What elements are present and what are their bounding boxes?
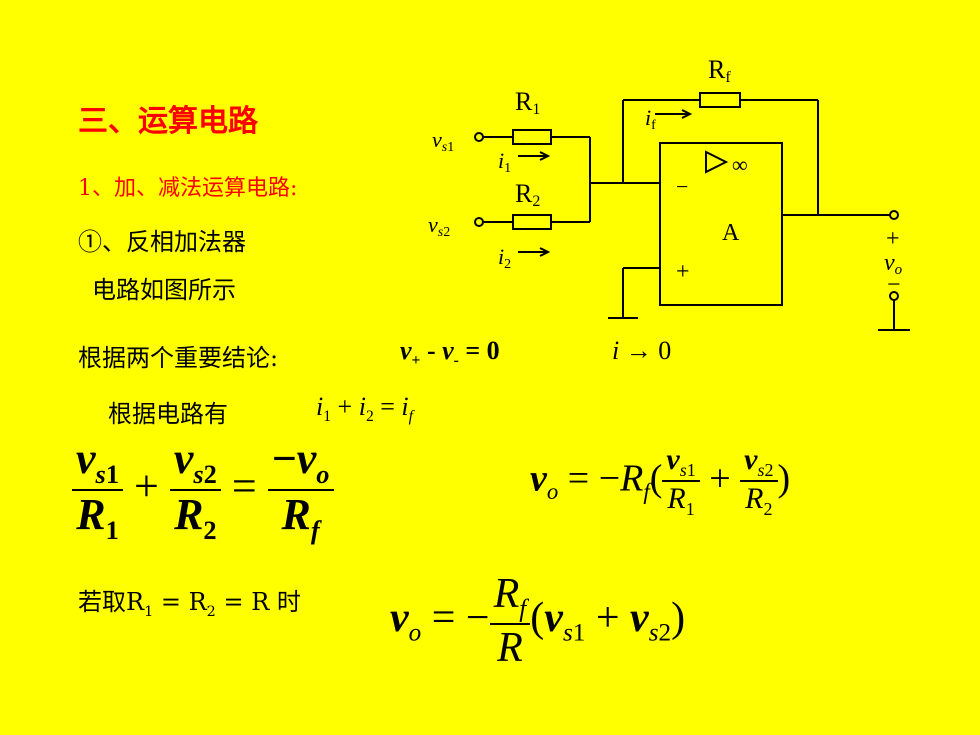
kcl-label: 根据电路有 [108,400,228,428]
item-title: ①、反相加法器 [78,228,246,256]
label-vs1: vs1 [432,127,454,155]
label-r2: R2 [515,179,540,210]
label-vs2: vs2 [428,212,450,240]
op-amp [659,142,783,306]
label-out-plus: + [886,226,900,252]
label-i1: i1 [498,148,511,176]
kcl-eq: i1 + i2 = if [316,392,413,426]
label-out-minus: − [887,272,901,298]
label-if: if [645,105,656,133]
conclusion-eq1: v+ - v- = 0 [400,336,500,370]
label-minus: − [676,174,688,199]
resistor-r2 [512,214,552,230]
section-heading: 三、运算电路 [78,104,258,139]
resistor-r1 [512,129,552,145]
circuit-note: 电路如图所示 [92,276,236,304]
subsection-heading: 1、加、减法运算电路: [78,176,298,201]
condition-text: 若取R1 = R2 = R 时 [78,588,301,620]
resistor-rf [699,92,741,108]
label-r1: R1 [515,87,540,118]
label-amp: A [722,220,740,246]
conclusion-label: 根据两个重要结论: [78,344,279,372]
label-rf: Rf [708,55,731,86]
label-plus: + [676,259,690,285]
label-inf: ∞ [732,152,748,177]
label-i2: i2 [498,244,511,272]
conclusion-eq2: i → 0 [612,336,672,365]
